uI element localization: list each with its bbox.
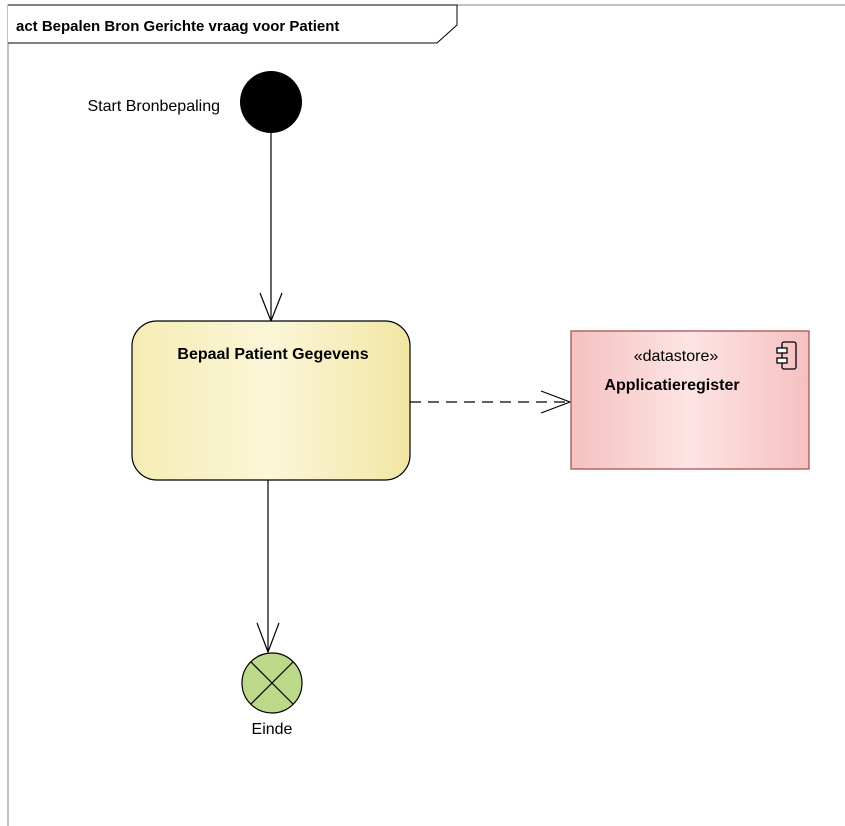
- component-icon: [776, 341, 797, 370]
- datastore-box[interactable]: [570, 330, 810, 470]
- end-node[interactable]: [241, 652, 303, 714]
- datastore-label: Applicatieregister: [604, 377, 739, 394]
- initial-node-circle[interactable]: [240, 71, 302, 133]
- action-label: Bepaal Patient Gegevens: [177, 346, 368, 363]
- frame-title: act Bepalen Bron Gerichte vraag voor Pat…: [16, 18, 339, 35]
- diagram-frame: act Bepalen Bron Gerichte vraag voor Pat…: [7, 4, 845, 826]
- start-node[interactable]: [240, 71, 302, 133]
- arrowhead-icon: [540, 390, 572, 414]
- control-flow-action-to-end[interactable]: [256, 480, 280, 654]
- datastore-stereotype: «datastore»: [634, 348, 719, 365]
- action-box[interactable]: [131, 320, 411, 481]
- start-node-label: Start Bronbepaling: [87, 98, 220, 115]
- frame-title-tab: [8, 4, 458, 44]
- end-node-label: Einde: [252, 721, 293, 738]
- cross-icon: [250, 661, 294, 705]
- datastore-applicatieregister[interactable]: «datastore» Applicatieregister: [570, 330, 810, 470]
- action-bepaal-patient-gegevens[interactable]: Bepaal Patient Gegevens: [131, 320, 411, 481]
- arrowhead-icon: [256, 622, 280, 654]
- control-flow-start-to-action[interactable]: [259, 133, 283, 323]
- dependency-action-to-datastore[interactable]: [410, 390, 572, 414]
